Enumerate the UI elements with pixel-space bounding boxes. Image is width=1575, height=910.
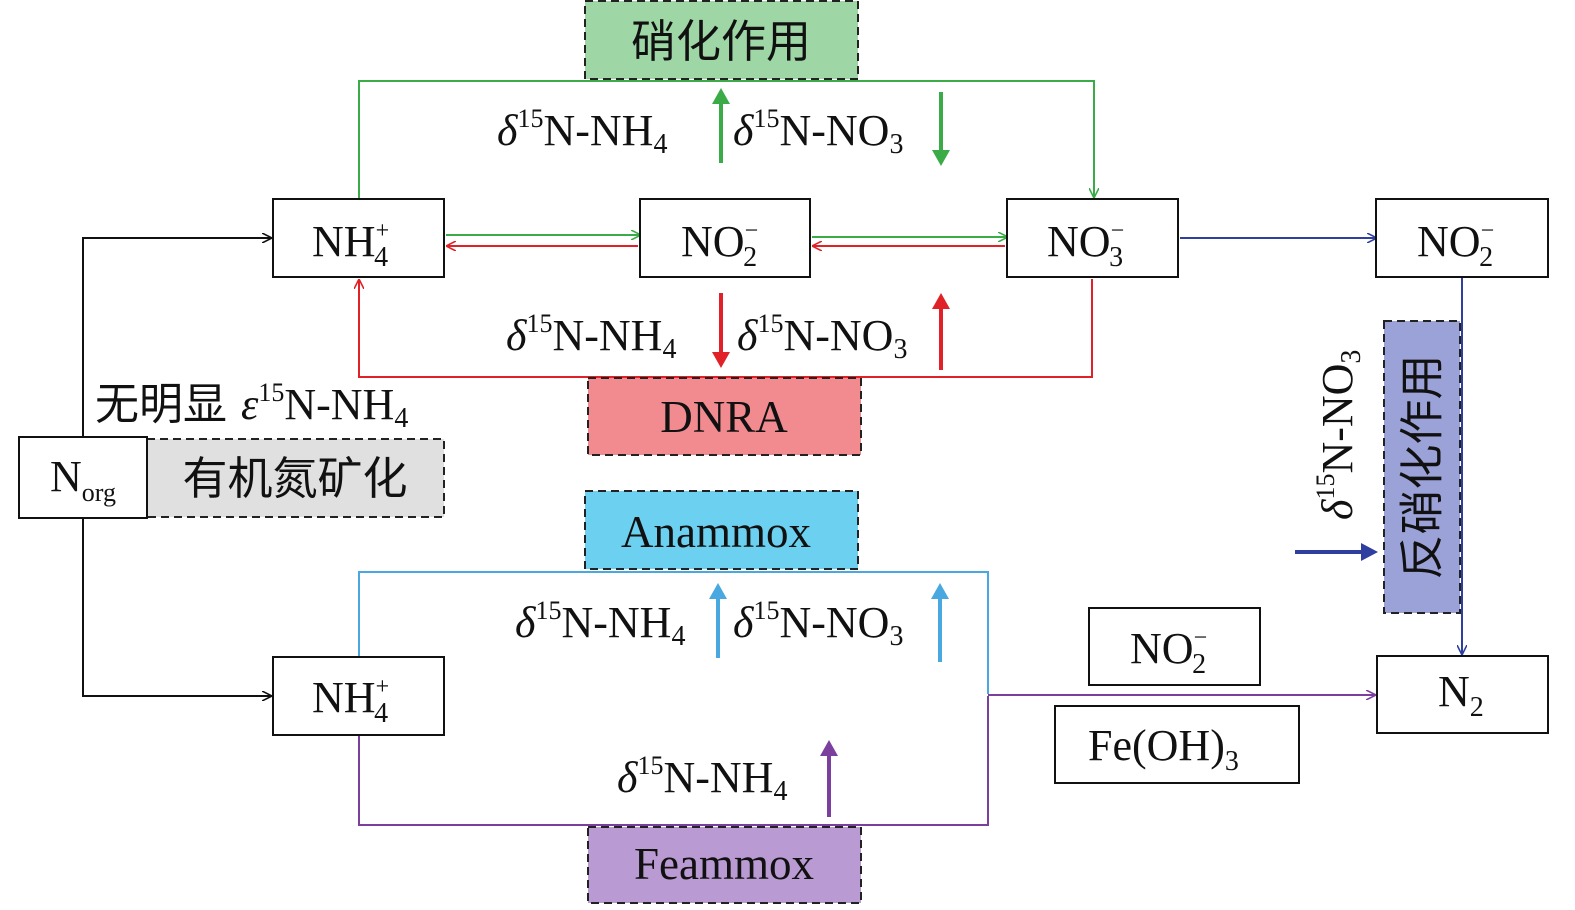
no2-right-box: NO−2 [1375,198,1549,278]
denitrification-no3-trend-arrow-up [1295,543,1378,561]
feammox-label-box: Feammox [587,826,862,904]
norg-to-nh4-bottom-arrow [82,518,271,696]
no3-top-box: NO−3 [1006,198,1179,278]
feoh3-label: Fe(OH)3 [1088,721,1239,777]
nitrification-loop-arrow [358,80,1094,199]
denitrification-d15n-no3: δ15N-NO3 [1311,350,1367,520]
n2-label: N2 [1438,667,1484,723]
nh4-bottom-label: NH+4 [312,673,389,729]
nitrification-label: 硝化作用 [631,15,811,68]
anammox-label: Anammox [621,507,811,557]
nitrification-d15n-no3: δ15N-NO3 [733,104,903,160]
n2-box: N2 [1376,655,1549,734]
norg-to-nh4-top-arrow [82,238,271,437]
dnra-loop-arrow [359,279,1093,378]
anammox-d15n-nh4: δ15N-NH4 [515,596,685,652]
denitrification-label-box: 反硝化作用 [1383,320,1461,614]
no2-mid-box: NO−2 [639,198,811,278]
isotope-annotations: δ15N-NH4 δ15N-NO3 δ15N-NH4 δ15N-NO3 无明显 … [95,104,1367,807]
anammox-loop-line [358,571,989,694]
anammox-d15n-no3: δ15N-NO3 [733,596,903,652]
nh4-top-box: NH+4 [272,198,445,278]
species-boxes: Norg NH+4 NO−2 NO−3 NO−2 NH+4 NO−2 Fe(O [18,198,1549,784]
nitrification-d15n-nh4: δ15N-NH4 [497,104,667,160]
no2-mid-label: NO−2 [681,217,758,273]
trend-arrows [709,88,1378,817]
anammox-label-box: Anammox [584,490,859,570]
denitrification-label: 反硝化作用 [1396,354,1449,579]
mineralization-e15n-nh4: 无明显 ε15N-NH4 [95,378,408,434]
norg-label: Norg [50,452,116,507]
no2-reagent-label: NO−2 [1130,624,1207,680]
anammox-no3-trend-arrow-up [931,583,949,662]
process-boxes: 硝化作用 DNRA 有机氮矿化 Anammox Feammox 反硝化作用 [146,0,1461,904]
dnra-label-box: DNRA [587,377,862,456]
dnra-label: DNRA [660,392,788,442]
nitrification-label-box: 硝化作用 [584,0,859,80]
nitrification-nh4-trend-arrow-up [712,88,730,163]
nh4-top-label: NH+4 [312,217,389,273]
no2-right-label: NO−2 [1417,217,1494,273]
nh4-bottom-box: NH+4 [272,656,445,736]
no3-top-label: NO−3 [1047,217,1124,273]
feoh3-box: Fe(OH)3 [1054,705,1300,784]
feammox-label: Feammox [634,839,814,889]
no2-reagent-box: NO−2 [1088,607,1261,686]
feammox-nh4-trend-arrow-up [820,740,838,817]
feammox-loop-line [358,696,989,826]
dnra-nh4-trend-arrow-down [712,293,730,368]
feammox-d15n-nh4: δ15N-NH4 [617,751,787,807]
norg-box: Norg [18,436,148,519]
nitrification-no3-trend-arrow-down [932,92,950,166]
anammox-nh4-trend-arrow-up [709,583,727,658]
dnra-d15n-no3: δ15N-NO3 [737,309,907,365]
mineralization-label: 有机氮矿化 [182,452,407,505]
dnra-no3-trend-arrow-up [932,293,950,370]
connectors [82,80,1462,826]
mineralization-label-box: 有机氮矿化 [146,438,445,518]
dnra-d15n-nh4: δ15N-NH4 [506,309,676,365]
